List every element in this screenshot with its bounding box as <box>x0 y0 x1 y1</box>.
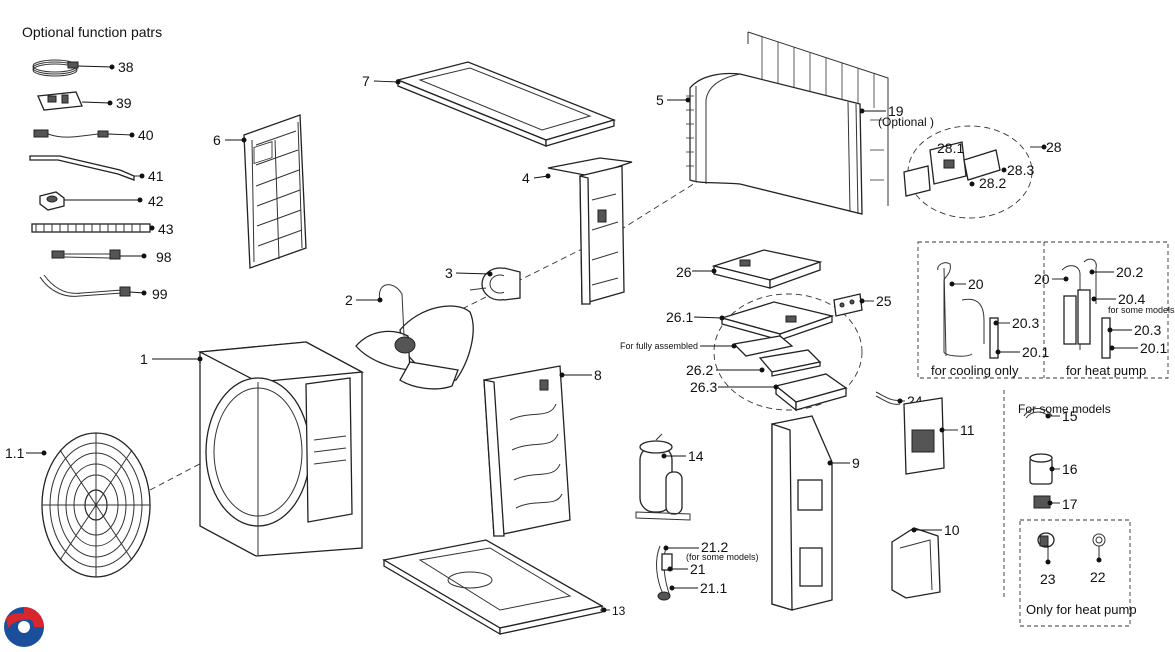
part-43-heating-belt <box>31 223 155 233</box>
part-23-coil <box>1037 532 1055 565</box>
callout-16: 16 <box>1062 461 1078 477</box>
part-38-coiled-cable <box>32 59 115 77</box>
callout-21-2-note: (for some models) <box>686 552 759 562</box>
callout-2: 2 <box>345 292 353 308</box>
callout-3: 3 <box>445 265 453 281</box>
callout-28-3: 28.3 <box>1007 162 1034 178</box>
part-9-side-panel <box>771 415 833 611</box>
part-21-valve <box>656 545 673 601</box>
callout-23: 23 <box>1040 571 1056 587</box>
callout-26-3: 26.3 <box>690 379 717 395</box>
callout-20-4: 20.4 <box>1118 291 1145 307</box>
callout-14: 14 <box>688 448 704 464</box>
part-8-partition <box>483 365 571 537</box>
part-99-wire-harness <box>39 274 147 297</box>
part-26-3-box <box>774 373 848 412</box>
callout-21: 21 <box>690 561 706 577</box>
part-42-block <box>39 191 143 211</box>
callout-28-2: 28.2 <box>979 175 1006 191</box>
callout-19-note: (Optional ) <box>878 115 934 129</box>
part-19-rear-grille <box>747 31 889 206</box>
callout-26-2: 26.2 <box>686 362 713 378</box>
callout-4: 4 <box>522 170 530 186</box>
part-4-bracket <box>547 157 633 305</box>
part-98-connector <box>51 249 147 260</box>
callout-11: 11 <box>960 422 975 438</box>
callout-20-2: 20.2 <box>1116 264 1143 280</box>
callout-26-1: 26.1 <box>666 309 693 325</box>
callout-20-b: 20 <box>1034 271 1050 287</box>
callout-1: 1 <box>140 351 148 367</box>
callout-98: 98 <box>156 249 172 265</box>
callout-39: 39 <box>116 95 132 111</box>
callout-17: 17 <box>1062 496 1078 512</box>
part-11-cover <box>903 397 945 475</box>
part-7-top-cover <box>395 61 616 147</box>
callout-40: 40 <box>138 127 154 143</box>
part-5-condenser <box>686 72 863 215</box>
callout-20-1-a: 20.1 <box>1022 344 1049 360</box>
part-25-terminal <box>833 293 863 317</box>
callout-15: 15 <box>1062 408 1078 424</box>
brand-logo <box>4 607 44 647</box>
part-20-heat-pump-valve <box>1061 258 1111 359</box>
part-26-control-box <box>711 249 823 289</box>
callout-9: 9 <box>852 455 860 471</box>
callout-20-4-note: for some models <box>1108 305 1175 315</box>
callout-99: 99 <box>152 286 168 302</box>
callout-8: 8 <box>594 367 602 383</box>
callout-20-a: 20 <box>968 276 984 292</box>
callout-25: 25 <box>876 293 892 309</box>
callout-5: 5 <box>656 92 664 108</box>
group-heat-pump: for heat pump <box>1066 363 1146 378</box>
part-6-filter <box>243 114 307 269</box>
part-22-ring <box>1092 533 1106 563</box>
part-20-cooling-only-valve <box>937 262 999 359</box>
group-cooling-only: for cooling only <box>931 363 1019 378</box>
callout-19: 19 <box>888 103 904 119</box>
part-24-wire <box>875 391 901 405</box>
part-1-1-fan-guard <box>41 432 151 578</box>
part-17-relay <box>1033 495 1051 509</box>
callout-42: 42 <box>148 193 164 209</box>
callout-20-3-b: 20.3 <box>1134 322 1161 338</box>
callout-20-3-a: 20.3 <box>1012 315 1039 331</box>
part-13-base <box>382 539 604 636</box>
callout-21-1: 21.1 <box>700 580 727 596</box>
optional-parts-heading: Optional function patrs <box>22 24 162 40</box>
part-39-pcb <box>37 91 113 111</box>
part-40-sensor-wire <box>33 129 135 138</box>
callout-21-2: 21.2 <box>701 539 728 555</box>
callout-26: 26 <box>676 264 692 280</box>
callout-38: 38 <box>118 59 134 75</box>
callout-20-1-b: 20.1 <box>1140 340 1167 356</box>
part-26-2-cover <box>732 335 822 377</box>
part-28-control-box <box>903 141 1001 197</box>
callout-28-1: 28.1 <box>937 140 964 156</box>
part-10-valve-cover <box>891 527 941 599</box>
callout-1-1: 1.1 <box>5 445 25 461</box>
callout-43: 43 <box>158 221 174 237</box>
part-41-heater-rod <box>29 155 145 181</box>
callout-28: 28 <box>1046 139 1062 155</box>
callout-41: 41 <box>148 168 164 184</box>
part-14-compressor <box>635 433 691 521</box>
callout-26-note: For fully assembled <box>620 341 698 351</box>
callout-22: 22 <box>1090 569 1106 585</box>
part-26-1-control-board <box>719 301 835 341</box>
part-2-fan-blade <box>355 284 474 390</box>
group-heat-pump-only: Only for heat pump <box>1026 602 1137 617</box>
callout-7: 7 <box>362 73 370 89</box>
callout-10: 10 <box>944 522 960 538</box>
part-3-fan-motor <box>469 267 521 301</box>
part-16-capacitor <box>1029 453 1053 485</box>
callout-6: 6 <box>213 132 221 148</box>
callout-13: 13 <box>612 604 626 618</box>
part-1-front-panel <box>197 341 365 557</box>
